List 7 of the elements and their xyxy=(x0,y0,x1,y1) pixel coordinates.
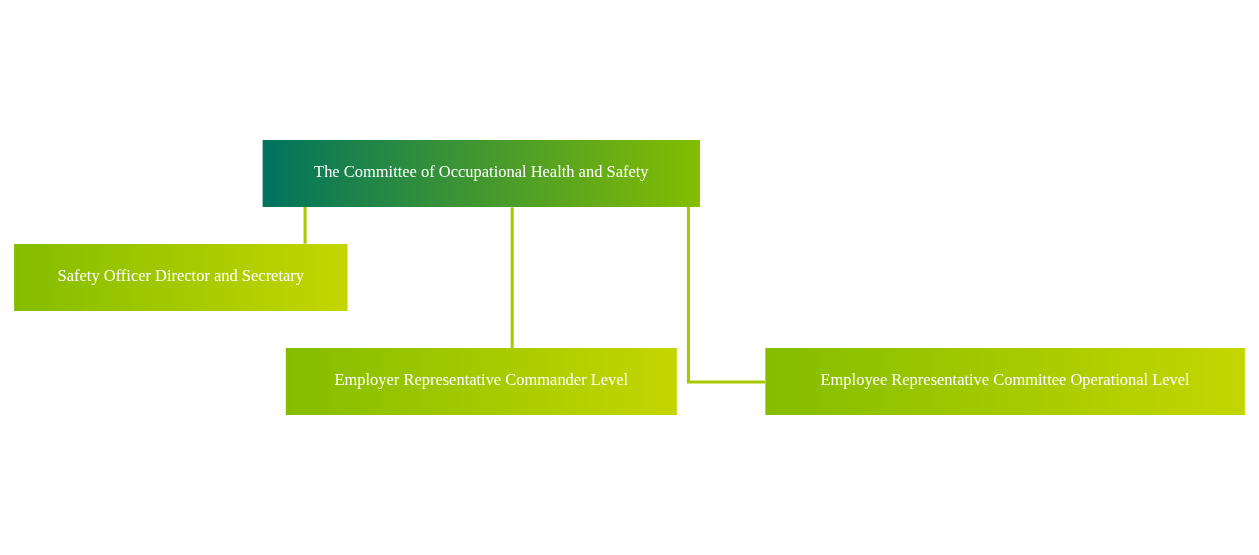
node-box: The Committee of Occupational Health and Safety xyxy=(262,140,700,207)
node-box: Safety Officer Director and Secretary xyxy=(14,244,348,311)
connector xyxy=(686,207,766,384)
connector xyxy=(510,207,514,348)
node-box: Employee Representative Committee Operational Level xyxy=(765,348,1245,415)
connector xyxy=(303,207,307,244)
node-box: Employer Representative Commander Level xyxy=(285,348,677,415)
